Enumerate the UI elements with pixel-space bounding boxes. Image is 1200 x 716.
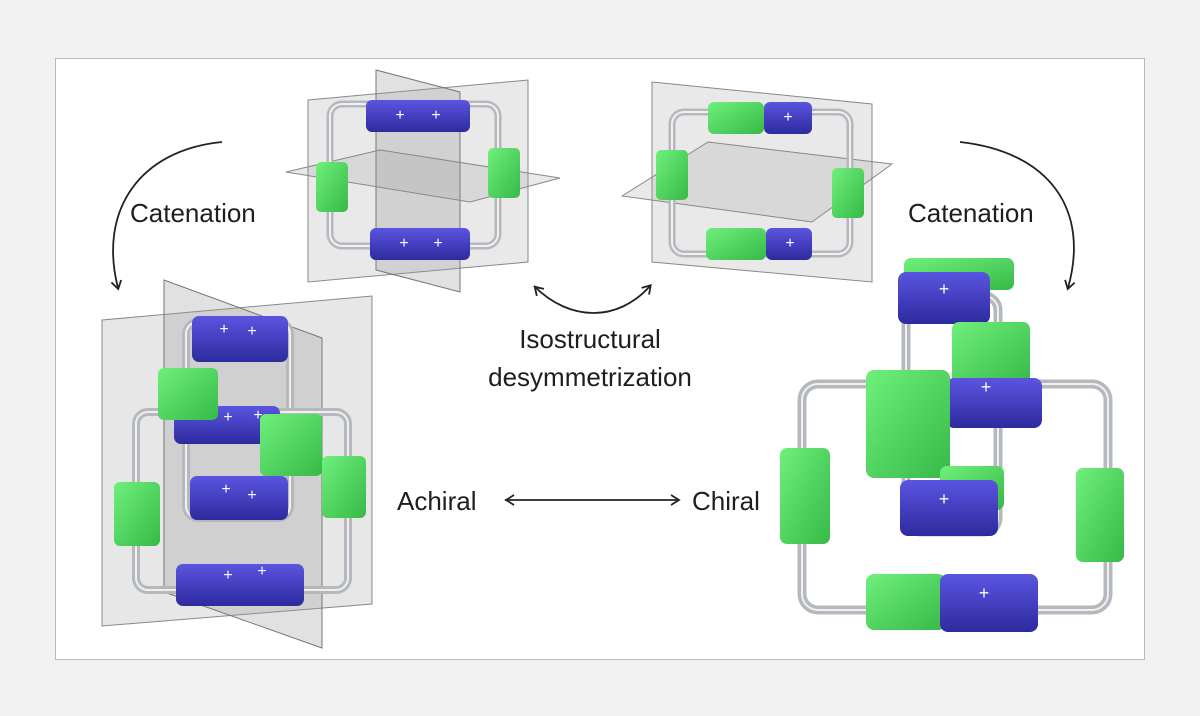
plus-sign: + — [979, 583, 990, 603]
top-right-ring-structure: + + — [620, 81, 894, 283]
plus-sign: + — [247, 487, 256, 504]
plus-sign: + — [939, 279, 950, 299]
achiral-label: Achiral — [397, 486, 477, 516]
green-block — [114, 482, 160, 546]
green-block — [656, 150, 688, 200]
top-left-ring-structure: + + + + — [285, 69, 561, 293]
plus-sign: + — [253, 407, 262, 424]
chiral-label: Chiral — [692, 486, 760, 516]
green-block — [316, 162, 348, 212]
plus-sign: + — [431, 107, 440, 124]
green-block — [158, 368, 218, 420]
blue-block — [766, 228, 812, 260]
plus-sign: + — [247, 323, 256, 340]
plus-sign: + — [433, 235, 442, 252]
isostructural-label: Isostructural — [519, 324, 661, 354]
green-block — [832, 168, 864, 218]
blue-block — [946, 378, 1042, 428]
desymmetrization-arrow — [533, 283, 652, 314]
plus-sign: + — [223, 567, 232, 584]
green-block — [708, 102, 764, 134]
plus-sign: + — [939, 489, 950, 509]
blue-block — [176, 564, 304, 606]
green-block — [260, 414, 322, 476]
green-block — [780, 448, 830, 544]
green-block — [706, 228, 766, 260]
green-block — [1076, 468, 1124, 562]
plus-sign: + — [785, 235, 794, 252]
bottom-left-catenane-structure: + + + + + + + + — [101, 279, 373, 649]
plus-sign: + — [257, 563, 266, 580]
plus-sign: + — [783, 109, 792, 126]
green-block — [866, 574, 946, 630]
plus-sign: + — [223, 409, 232, 426]
blue-block — [764, 102, 812, 134]
catenation-arrow-right — [959, 141, 1076, 291]
desymmetrization-label: desymmetrization — [488, 362, 692, 392]
plus-sign: + — [399, 235, 408, 252]
blue-block — [940, 574, 1038, 632]
blue-block — [370, 228, 470, 260]
plus-sign: + — [395, 107, 404, 124]
blue-block — [192, 316, 288, 362]
blue-block — [898, 272, 990, 324]
plus-sign: + — [219, 321, 228, 338]
plus-sign: + — [981, 377, 992, 397]
blue-block — [366, 100, 470, 132]
plus-sign: + — [221, 481, 230, 498]
catenation-arrow-left — [110, 141, 223, 291]
blue-block — [900, 480, 998, 536]
bottom-right-catenane-structure: + + + + — [780, 258, 1124, 632]
green-block — [488, 148, 520, 198]
mirror-plane — [307, 79, 529, 283]
catenation-label-left: Catenation — [130, 198, 256, 228]
green-block — [322, 456, 366, 518]
green-block — [866, 370, 950, 478]
catenation-label-right: Catenation — [908, 198, 1034, 228]
green-block — [952, 322, 1030, 386]
blue-block — [190, 476, 288, 520]
